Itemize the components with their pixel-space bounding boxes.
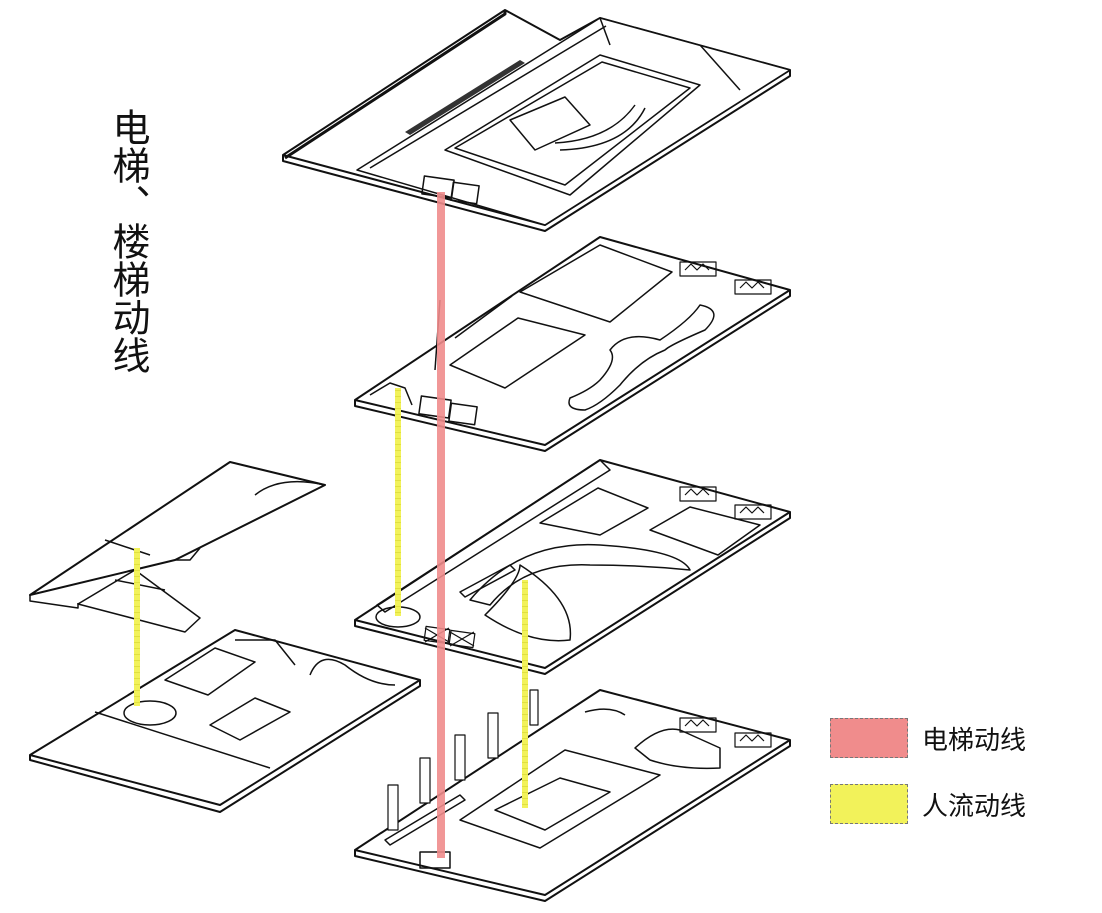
legend-swatch-pedestrian [830, 784, 908, 824]
pedestrian-route-line-right [522, 580, 528, 808]
legend-item-pedestrian: 人流动线 [830, 782, 1026, 826]
diagram-title: 电梯、楼梯动线 [106, 108, 150, 374]
pedestrian-route-line-middle [395, 388, 401, 616]
pedestrian-routes [134, 388, 528, 808]
legend-label-elevator: 电梯动线 [922, 725, 1027, 756]
legend-swatch-elevator [830, 718, 908, 758]
legend-item-elevator: 电梯动线 [830, 716, 1026, 760]
floor-plan-third [354, 459, 791, 675]
floor-plan-second [354, 236, 791, 452]
floor-plan-ground [354, 689, 791, 902]
elevator-route-line [437, 192, 445, 858]
floor-plan-top [282, 9, 791, 232]
legend-label-pedestrian: 人流动线 [922, 791, 1027, 822]
floor-plan-left-lower [29, 629, 421, 813]
floor-plan-left-upper [29, 461, 326, 633]
pedestrian-route-line-left [134, 548, 140, 706]
